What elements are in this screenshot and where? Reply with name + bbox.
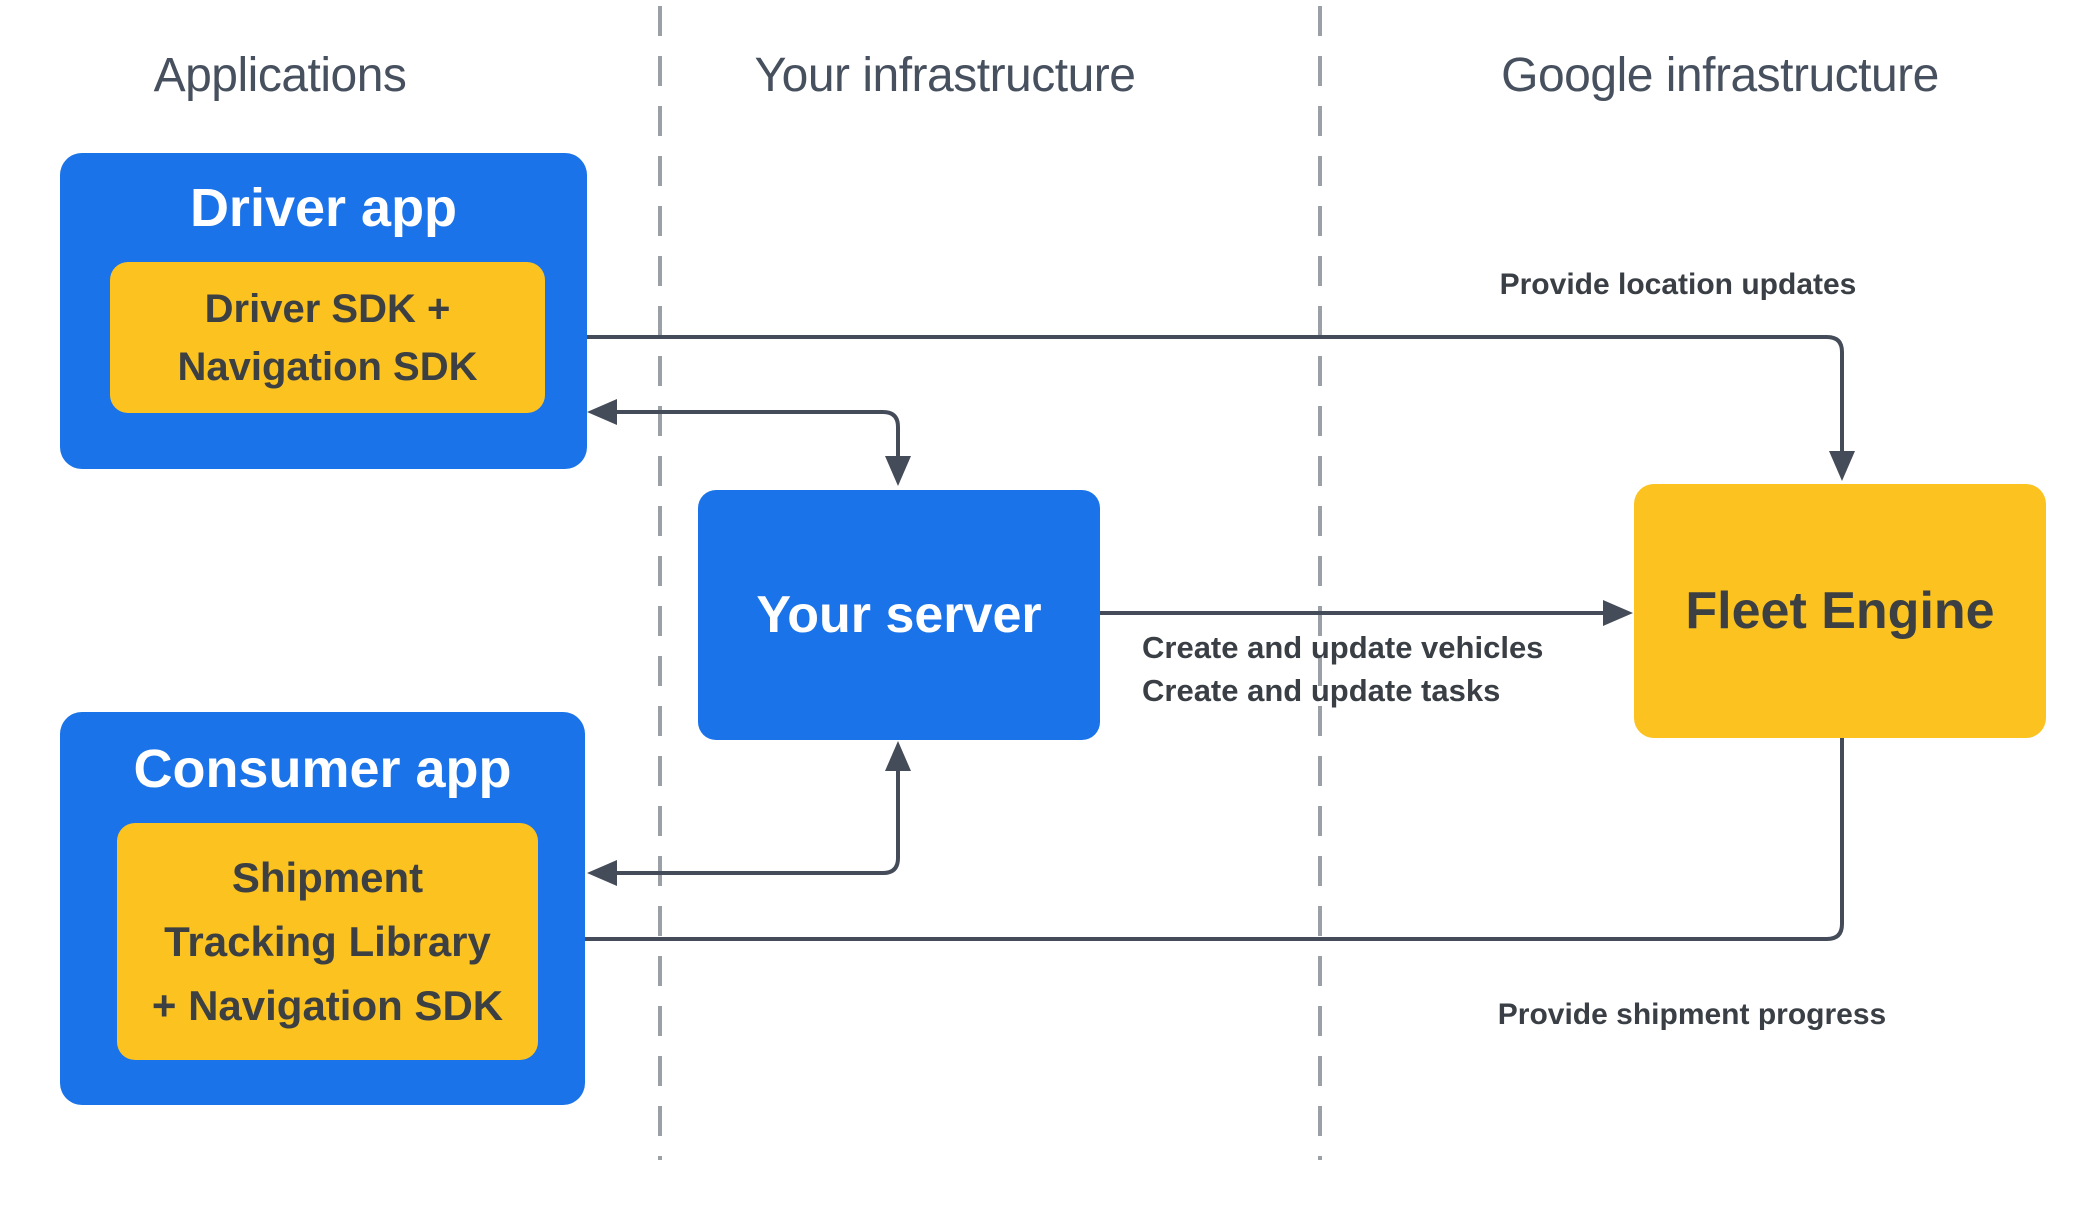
edge-driver-sdk-fleet-engine — [577, 335, 1844, 453]
edge-label-create-update-line-1: Create and update vehicles — [1142, 630, 1544, 665]
arrowhead-into-driver-app — [587, 399, 617, 425]
edge-consumer-app-your-server — [615, 769, 900, 875]
edge-driver-app-your-server — [615, 410, 900, 458]
node-driver-app: Driver app Driver SDK + Navigation SDK — [60, 153, 587, 469]
edge-fleet-engine-shipment-library — [568, 738, 1844, 941]
arrowhead-into-consumer-app — [587, 860, 617, 886]
consumer-app-title: Consumer app — [133, 739, 512, 799]
edge-label-create-update-line-2: Create and update tasks — [1142, 673, 1501, 708]
shipment-library-line-3: + Navigation SDK — [151, 981, 504, 1029]
arrowhead-into-fleet-engine-top — [1829, 451, 1855, 481]
column-header-google-infrastructure: Google infrastructure — [1501, 49, 1939, 102]
shipment-library-line-2: Tracking Library — [164, 917, 491, 965]
column-header-your-infrastructure: Your infrastructure — [754, 49, 1136, 102]
node-your-server: Your server — [698, 490, 1100, 740]
driver-sdk-line-2: Navigation SDK — [177, 344, 478, 389]
arrowhead-into-your-server-top — [885, 456, 911, 486]
arrowhead-into-fleet-engine-left — [1603, 600, 1633, 626]
shipment-library-line-1: Shipment — [231, 853, 424, 901]
node-fleet-engine: Fleet Engine — [1634, 484, 2046, 738]
shipment-tracking-library-box: Shipment Tracking Library + Navigation S… — [117, 823, 538, 1060]
edge-label-create-update: Create and update vehicles Create and up… — [1142, 626, 1543, 712]
edge-label-shipment-progress: Provide shipment progress — [1497, 998, 1887, 1031]
arrowhead-into-your-server-bottom — [885, 741, 911, 771]
driver-app-title: Driver app — [189, 178, 458, 238]
driver-sdk-line-1: Driver SDK + — [204, 286, 451, 331]
node-consumer-app: Consumer app Shipment Tracking Library +… — [60, 712, 585, 1105]
driver-sdk-box: Driver SDK + Navigation SDK — [110, 262, 545, 413]
edge-label-location-updates: Provide location updates — [1499, 268, 1857, 301]
column-header-applications: Applications — [153, 49, 407, 102]
